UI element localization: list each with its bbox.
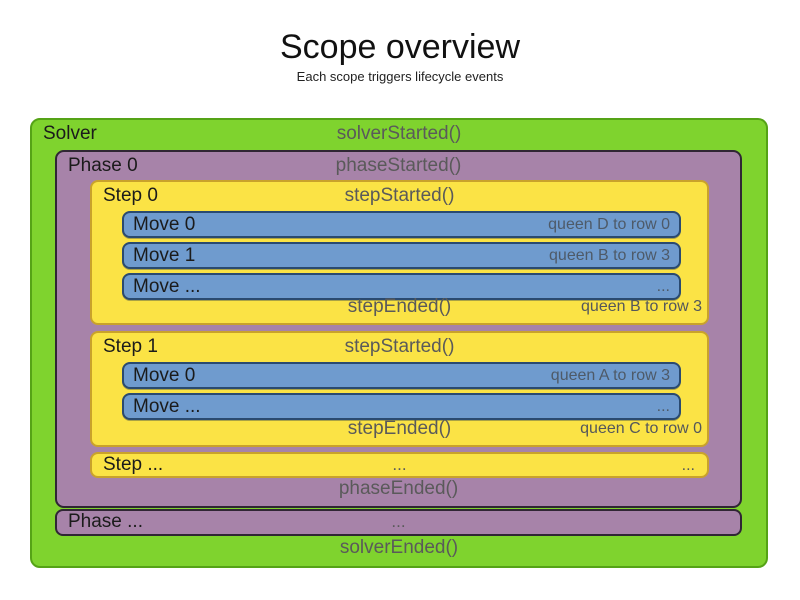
solver-footer: solverEnded()	[32, 537, 766, 561]
move-row: Move ... ...	[122, 393, 681, 420]
step-1-footer: stepEnded() queen C to row 0	[92, 418, 707, 442]
step-1-ended-event: stepEnded()	[347, 418, 452, 439]
step-1-ended-note: queen C to row 0	[580, 420, 702, 437]
move-note: ...	[656, 398, 670, 415]
move-label: Move ...	[133, 276, 201, 297]
step-0-started-event: stepStarted()	[344, 185, 455, 206]
phase-0-label: Phase 0	[68, 155, 138, 176]
step-0-move-list: Move 0 queen D to row 0 Move 1 queen B t…	[122, 211, 681, 300]
phase-0-header: Phase 0 phaseStarted()	[57, 152, 740, 182]
move-note: queen B to row 3	[549, 247, 670, 264]
phase-started-event: phaseStarted()	[335, 155, 462, 176]
step-1-scope-box: Step 1 stepStarted() Move 0 queen A to r…	[90, 331, 709, 447]
step-1-move-list: Move 0 queen A to row 3 Move ... ...	[122, 362, 681, 420]
solver-label: Solver	[43, 123, 97, 144]
move-label: Move ...	[133, 396, 201, 417]
step-1-label: Step 1	[103, 336, 158, 357]
step-0-scope-box: Step 0 stepStarted() Move 0 queen D to r…	[90, 180, 709, 325]
phase-more-label: Phase ...	[68, 511, 143, 532]
step-more-right-ellipsis: ...	[681, 457, 695, 474]
phase-ended-event: phaseEnded()	[338, 478, 459, 499]
move-note: queen D to row 0	[548, 216, 670, 233]
move-row: Move 0 queen D to row 0	[122, 211, 681, 238]
phase-more-center-ellipsis: ...	[391, 512, 406, 531]
page-title: Scope overview	[279, 28, 520, 66]
step-1-header: Step 1 stepStarted()	[92, 333, 707, 363]
move-row: Move ... ...	[122, 273, 681, 300]
move-note: queen A to row 3	[550, 367, 670, 384]
move-label: Move 0	[133, 214, 196, 235]
step-0-ended-note: queen B to row 3	[581, 298, 702, 315]
step-more-row: Step ... ... ...	[90, 452, 709, 478]
step-0-label: Step 0	[103, 185, 158, 206]
step-1-started-event: stepStarted()	[344, 336, 455, 357]
step-more-label: Step ...	[103, 454, 164, 475]
move-row: Move 0 queen A to row 3	[122, 362, 681, 389]
solver-ended-event: solverEnded()	[339, 537, 459, 558]
step-0-footer: stepEnded() queen B to row 3	[92, 296, 707, 320]
step-0-header: Step 0 stepStarted()	[92, 182, 707, 212]
page-subtitle: Each scope triggers lifecycle events	[296, 69, 504, 84]
solver-started-event: solverStarted()	[336, 123, 462, 144]
move-row: Move 1 queen B to row 3	[122, 242, 681, 269]
phase-more-row: Phase ... ...	[55, 509, 742, 536]
step-more-center-ellipsis: ...	[392, 455, 407, 474]
move-label: Move 1	[133, 245, 196, 266]
move-note: ...	[656, 278, 670, 295]
step-0-ended-event: stepEnded()	[347, 296, 452, 317]
move-label: Move 0	[133, 365, 196, 386]
solver-scope-box: Solver solverStarted() Phase 0 phaseStar…	[30, 118, 768, 568]
phase-0-scope-box: Phase 0 phaseStarted() Step 0 stepStarte…	[55, 150, 742, 508]
solver-header: Solver solverStarted()	[32, 120, 766, 150]
phase-0-footer: phaseEnded()	[57, 478, 740, 502]
